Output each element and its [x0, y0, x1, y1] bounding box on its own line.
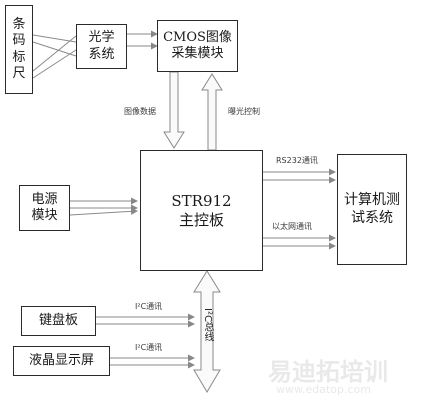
watermark-brand: 易迪拓培训 — [268, 358, 388, 386]
main-board-block: STR912 主控板 — [140, 150, 263, 271]
barcode-ruler-block: 条 码 标 尺 — [5, 5, 33, 94]
image-data-arrow — [163, 71, 185, 149]
cmos-module-block: CMOS图像 采集模块 — [157, 20, 238, 72]
link-ruler-optical — [32, 34, 77, 79]
keyboard-board-block: 键盘板 — [21, 306, 96, 336]
ethernet-label: 以太网通讯 — [272, 222, 312, 231]
pc-test-system-block: 计算机测 试系统 — [337, 154, 407, 265]
exposure-control-arrow — [201, 73, 223, 151]
i2c-lcd-label: I²C通讯 — [135, 343, 163, 352]
link-keyboard-bus — [90, 313, 195, 328]
link-optical-cmos — [127, 30, 158, 50]
link-lcd-bus — [104, 354, 195, 369]
lcd-screen-block: 液晶显示屏 — [13, 346, 110, 376]
i2c-keyboard-label: I²C通讯 — [135, 302, 163, 311]
rs232-arrow — [257, 168, 336, 184]
optical-system-block: 光学 系统 — [76, 24, 127, 69]
exposure-control-label: 曝光控制 — [228, 107, 260, 116]
ethernet-arrow — [257, 234, 336, 250]
link-power-main — [69, 197, 138, 216]
i2c-bus-arrow — [193, 270, 221, 393]
watermark-url: www.edatop.com — [276, 383, 371, 396]
power-module-block: 电源 模块 — [19, 185, 70, 231]
image-data-label: 图像数据 — [124, 107, 156, 116]
rs232-label: RS232通讯 — [276, 156, 318, 165]
i2c-bus-label: I²C总线 — [202, 308, 213, 342]
